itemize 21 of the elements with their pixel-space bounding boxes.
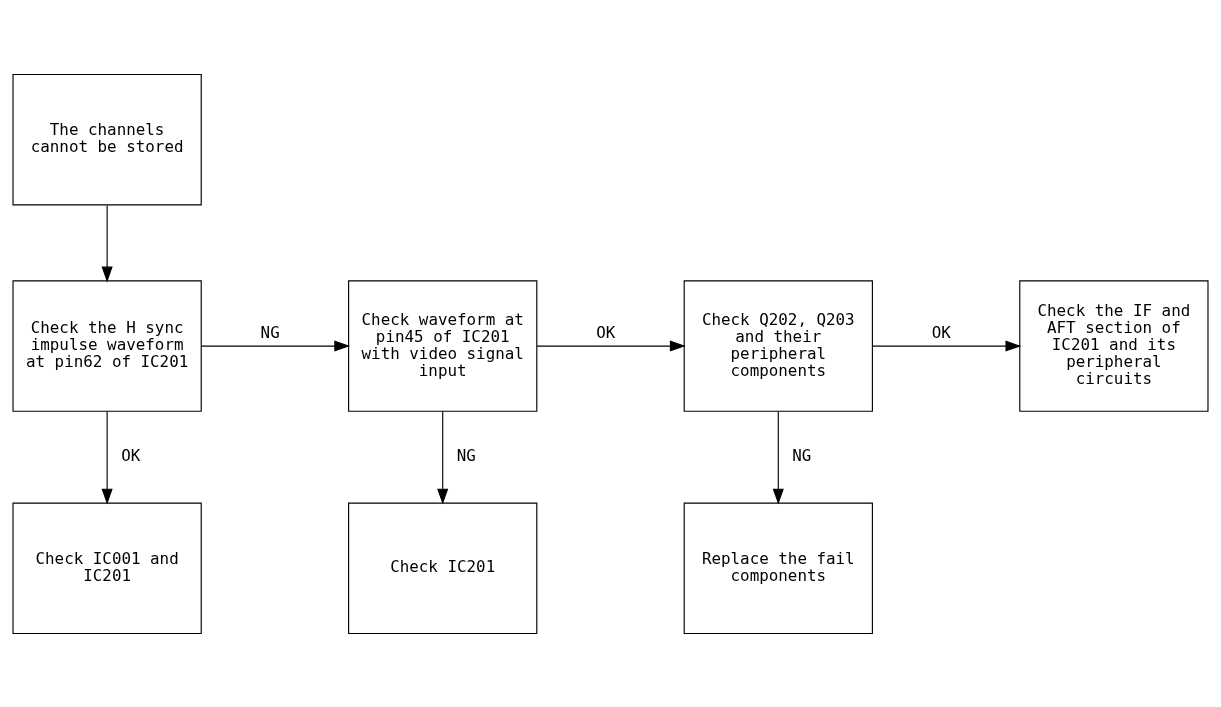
edge-label: OK [121,445,141,465]
node-box: The channels cannot be stored [12,73,202,205]
node-box: Check IC201 [348,502,538,634]
node-box: Check Q202, Q203 and their peripheral components [683,279,873,412]
arrow [101,410,113,505]
node-box: Check IC001 and IC201 [12,502,202,634]
edge-label: NG [260,322,280,342]
edge-label: OK [931,322,951,342]
arrow [772,410,784,505]
edge-label: NG [792,445,812,465]
node-box: Check the H sync impulse waveform at pin62 of IC201 [12,279,202,412]
arrow [872,340,1022,352]
edge-label: OK [596,322,616,342]
arrow [200,340,351,352]
node-box: Check waveform at pin45 of IC201 with video signal input [348,279,538,412]
node-box: Check the IF and AFT section of IC201 and its peripheral circuits [1019,279,1209,412]
node-box: Replace the fail components [683,502,873,634]
arrow [536,340,686,352]
arrow [101,204,113,282]
arrow [437,410,449,505]
edge-label: NG [456,445,476,465]
